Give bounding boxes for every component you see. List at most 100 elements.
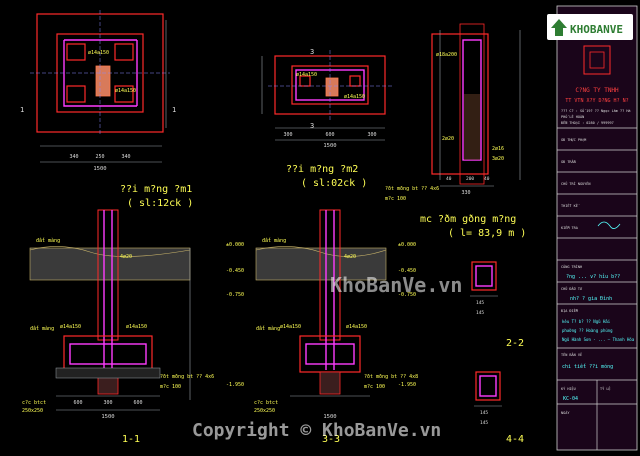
tb-project: ?ng ... v? hỉu b?? [566, 273, 620, 280]
tb-company-2: TT VTN X?Y D?NG H? N? [565, 98, 628, 104]
plan-m2-subtitle: ( sl:02ck ) [301, 178, 367, 189]
section-4-dim-b: 145 [480, 420, 488, 426]
beam-note-3: 2ø16 [492, 146, 504, 152]
tb-location-1: kèu T? b? ?? Ngũ Hải [562, 319, 611, 324]
section-1-elev-4: -1.950 [226, 382, 244, 388]
plan-m1-rebar-2: ø14a150 [115, 88, 136, 94]
section-3-elev-4: -1.950 [398, 382, 416, 388]
plan-m1-section-left: 1 [20, 106, 24, 114]
section-3-rebar-3: 4ø20 [344, 254, 356, 260]
section-3-lean-2: m?c 100 [364, 384, 385, 390]
section-1-col-note: c?c btct [22, 400, 46, 406]
section-3-dim-total: 1500 [323, 414, 336, 420]
plan-m2-dim-c: 300 [367, 132, 376, 138]
beam-note-1: ø18a200 [436, 52, 457, 58]
tb-location-3: Ngũ Hành Sơn - ... – Thanh Hóa [562, 337, 635, 342]
tb-row-3: CHỦ TRÌ NGUYÊN [561, 181, 591, 186]
watermark-footer: Copyright © KhoBanVe.vn [192, 420, 441, 441]
beam-note-2: 2ø20 [442, 136, 454, 142]
tb-row-5: KIỂM TRA [561, 225, 579, 230]
section-1-label: 1-1 [122, 434, 140, 445]
plan-m2: 1500 300 600 300 ø14a150 ø14a150 3 3 ??i… [261, 48, 392, 189]
tb-address-2: PHỐ LÊ HOÀN [561, 114, 584, 119]
tb-owner-label: CHỦ ĐẦU TƯ [561, 286, 583, 291]
section-1-col-size: 250x250 [22, 408, 43, 414]
beam-fill-note: ?ðt mðng bt ?? 4x6 [385, 186, 439, 192]
section-1-elev-1: ±0.000 [226, 242, 244, 248]
section-3-note-top: đất màng [262, 237, 286, 244]
plan-m2-section-top: 3 [310, 48, 314, 56]
section-3-3: 1500 đất màng đất màng ø14a150 ø14a150 4… [254, 209, 418, 445]
section-2-label: 2-2 [506, 338, 524, 349]
section-3-rebar-1: ø14a150 [280, 324, 301, 330]
beam-note-4: 3ø20 [492, 156, 504, 162]
section-2-dim-a: 145 [476, 300, 484, 306]
house-icon [551, 19, 567, 28]
section-1-rebar-3: 4ø20 [120, 254, 132, 260]
section-3-col-note: c?c btct [254, 400, 278, 406]
plan-m2-rebar-1: ø14a150 [296, 72, 317, 78]
section-1-dim-b: 300 [103, 400, 112, 406]
title-block: C?NG TY TNHH TT VTN X?Y D?NG H? N? ??? C… [556, 5, 638, 451]
section-2-dim-b: 145 [476, 310, 484, 316]
tb-project-label: CÔNG TRÌNH [561, 264, 582, 269]
section-1-dim-a: 600 [73, 400, 82, 406]
section-1-elev-3: -0.750 [226, 292, 244, 298]
beam-subtitle: ( l= 83,9 m ) [448, 228, 526, 239]
watermark-logo: KHOBANVE [547, 14, 633, 40]
section-1-lean: ?ðt mðng bt ?? 4x6 [160, 374, 214, 380]
beam-fill-note-2: m?c 100 [385, 196, 406, 202]
beam-dim-a: 40 [446, 176, 452, 182]
plan-m2-title: ??i m?ng ?m2 [286, 164, 358, 175]
tb-location-2: phường ?? Hoàng phúng [562, 328, 613, 333]
section-4-4: 145 145 4-4 [474, 371, 524, 445]
section-3-elev-1: ±0.000 [398, 242, 416, 248]
section-1-dim-total: 1500 [101, 414, 114, 420]
tb-location-label: ĐỊA ĐIỂM [561, 308, 578, 313]
section-1-note-top: đất màng [36, 237, 60, 244]
plan-m2-section-bottom: 3 [310, 122, 314, 130]
section-1-rebar-2: ø14a150 [126, 324, 147, 330]
section-4-dim-a: 145 [480, 410, 488, 416]
section-1-elev-2: -0.450 [226, 268, 244, 274]
plan-m2-rebar-2: ø14a150 [344, 94, 365, 100]
plan-m2-dim-b: 600 [325, 132, 334, 138]
section-3-col-size: 250x250 [254, 408, 275, 414]
plan-m1-dim-a: 340 [69, 154, 78, 160]
plan-m2-dim-total: 1500 [323, 143, 336, 149]
tb-row-4: THIẾT KẾ [561, 203, 580, 208]
beam-section: ø18a200 2ø20 2ø16 3ø20 330 40 200 40 ?ðt… [385, 23, 526, 239]
plan-m1-subtitle: ( sl:12ck ) [127, 198, 193, 209]
plan-m1-dim-b: 250 [95, 154, 104, 160]
section-1-1: 1500 600 300 600 ±0.000 -0.450 -0.750 -1… [22, 209, 244, 445]
plan-m1-title: ??i m?ng ?m1 [120, 184, 192, 195]
plan-m1-dim-total: 1500 [93, 166, 106, 172]
tb-address-3: ĐỀN THOẠI : 0280 / 999997 [561, 120, 614, 125]
tb-sheet: chi tiết ??i móng [562, 363, 613, 370]
tb-row-1: GĐ THỰC PHẠM [561, 138, 586, 142]
section-3-label: 3-3 [322, 434, 340, 445]
tb-owner: nh? ? gia Đình [570, 295, 612, 302]
beam-title: mc ?ðm gðng m?ng [420, 214, 516, 225]
section-1-rebar-1: ø14a150 [60, 324, 81, 330]
plan-m1: 1500 340 250 340 ø14a150 ø14a150 1 1 ??i… [20, 10, 193, 209]
section-3-rebar-2: ø14a150 [346, 324, 367, 330]
tb-date-label: NGÀY [561, 410, 570, 415]
plan-m1-section-right: 1 [172, 106, 176, 114]
section-3-elev-2: -0.450 [398, 268, 416, 274]
company-seal-icon [583, 45, 611, 75]
logo-text: KHOBANVE [570, 23, 623, 36]
tb-sheet-label: TÊN BẢN VẼ [561, 352, 582, 357]
beam-dim-c: 40 [484, 176, 490, 182]
section-3-elev-3: -0.750 [398, 292, 416, 298]
section-2-2: 145 145 2-2 [470, 261, 524, 349]
tb-code: KC-04 [563, 396, 578, 402]
section-1-lean-2: m?c 100 [160, 384, 181, 390]
beam-dim-b: 200 [466, 176, 474, 182]
beam-dim-w: 330 [461, 190, 470, 196]
section-3-note-fill: đất màng [256, 325, 280, 332]
tb-address-1: ??? C? : SỐ 19? ?? Ngọc Lâm ?? Hà [561, 108, 631, 113]
watermark-center: KhoBanVe.vn [330, 273, 462, 297]
plan-m1-rebar-1: ø14a150 [88, 50, 109, 56]
